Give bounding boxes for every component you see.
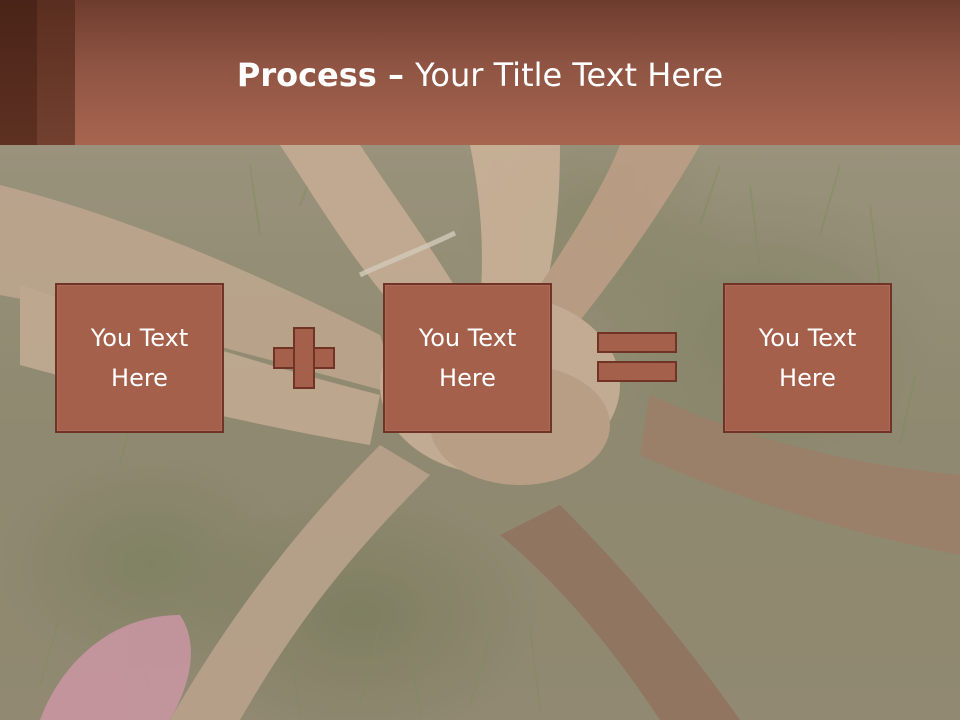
process-box-2-text: You Text Here <box>418 324 517 392</box>
equals-bottom-bar <box>597 361 677 382</box>
process-box-1-text: You Text Here <box>90 324 189 392</box>
process-box-2[interactable]: You Text Here <box>383 283 552 433</box>
title-bold-part: Process <box>236 56 377 94</box>
equals-top-bar <box>597 332 677 353</box>
slide-title[interactable]: Process – Your Title Text Here <box>75 52 885 102</box>
process-box-1[interactable]: You Text Here <box>55 283 224 433</box>
equals-icon[interactable] <box>597 332 677 384</box>
process-box-3-text: You Text Here <box>758 324 857 392</box>
plus-center <box>295 349 313 367</box>
plus-icon[interactable] <box>273 327 335 389</box>
banner-stripe-dark <box>0 0 37 145</box>
title-rest: Your Title Text Here <box>415 56 724 94</box>
banner-stripe-mid <box>37 0 75 145</box>
title-banner: Process – Your Title Text Here <box>0 0 960 145</box>
process-box-3[interactable]: You Text Here <box>723 283 892 433</box>
title-dash: – <box>376 56 416 94</box>
